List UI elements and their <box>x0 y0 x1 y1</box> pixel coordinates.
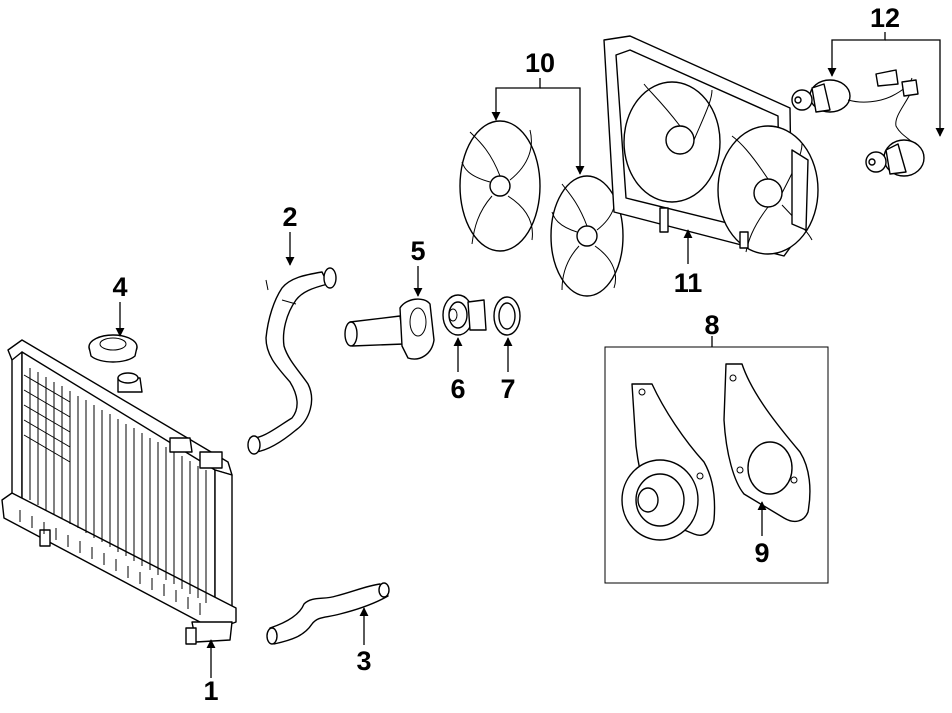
water-pump-assembly-box <box>604 346 829 584</box>
thermostat-gasket[interactable] <box>493 296 521 336</box>
callout-5: 5 <box>410 236 425 266</box>
callout-11: 11 <box>674 268 703 298</box>
fan-blade-right[interactable] <box>550 175 624 297</box>
callout-8: 8 <box>704 310 719 340</box>
fan-motor-wiring-harness[interactable] <box>847 69 919 143</box>
water-inlet[interactable] <box>344 298 435 360</box>
callout-6: 6 <box>450 374 465 404</box>
water-pump[interactable] <box>621 383 716 541</box>
water-pump-gasket[interactable] <box>723 363 811 523</box>
callout-1: 1 <box>203 676 218 706</box>
leader-lines <box>115 32 945 678</box>
thermostat[interactable] <box>442 294 487 336</box>
fan-motor-upper[interactable] <box>791 79 851 113</box>
callout-10: 10 <box>525 48 555 78</box>
upper-radiator-hose[interactable] <box>247 267 337 455</box>
callout-7: 7 <box>500 374 515 404</box>
callout-4: 4 <box>112 272 127 302</box>
callout-12: 12 <box>870 3 900 33</box>
callout-3: 3 <box>356 646 371 676</box>
fan-blade-left[interactable] <box>459 120 541 252</box>
radiator[interactable] <box>1 339 237 645</box>
radiator-bottom-tank-ribs <box>19 510 201 615</box>
radiator-core-fins <box>23 368 207 603</box>
fan-shroud[interactable] <box>603 35 819 257</box>
lower-radiator-hose[interactable] <box>266 582 390 645</box>
callout-9: 9 <box>754 538 769 568</box>
radiator-cap[interactable] <box>88 334 138 363</box>
fan-motor-lower[interactable] <box>865 139 925 177</box>
callout-2: 2 <box>282 202 297 232</box>
